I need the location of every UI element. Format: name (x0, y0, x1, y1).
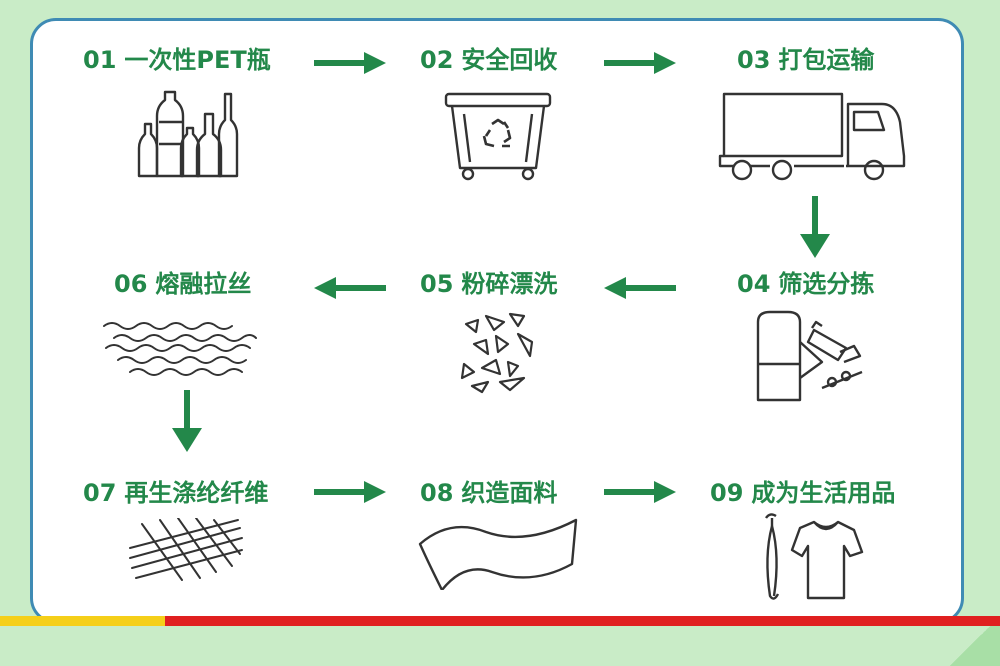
process-panel (30, 18, 964, 624)
arrow-down-icon (800, 196, 830, 258)
arrow-right-icon (604, 52, 676, 74)
step-number: 05 (420, 270, 454, 298)
step-label: 一次性PET瓶 (124, 46, 271, 74)
arrow-left-icon (314, 277, 386, 299)
sorting-machine-icon (756, 310, 863, 402)
arrow-right-icon (314, 481, 386, 503)
arrow-left-icon (604, 277, 676, 299)
step-number: 09 (710, 479, 744, 507)
step-label: 熔融拉丝 (155, 270, 252, 298)
bottom-stripe (0, 616, 1000, 626)
pet-bottles-icon (137, 90, 239, 178)
umbrella-shirt-icon (765, 513, 864, 600)
arrow-right-icon (314, 52, 386, 74)
step-label: 粉碎漂洗 (461, 270, 558, 298)
fiber-waves-icon (103, 322, 257, 376)
corner-decoration (940, 626, 1000, 666)
step-label: 织造面料 (461, 479, 558, 507)
step-label: 打包运输 (778, 46, 875, 74)
step-label: 成为生活用品 (751, 479, 896, 507)
bottom-stripe-yellow (0, 616, 165, 626)
arrow-right-icon (604, 481, 676, 503)
step-number: 08 (420, 479, 454, 507)
step-label: 筛选分拣 (778, 270, 875, 298)
recycle-bin-icon (444, 92, 552, 181)
truck-icon (718, 92, 906, 181)
crushed-flakes-icon (460, 312, 534, 394)
fiber-mesh-icon (129, 518, 243, 581)
arrow-down-icon (172, 390, 202, 452)
step-number: 04 (737, 270, 771, 298)
step-number: 07 (83, 479, 117, 507)
fabric-sheet-icon (418, 518, 578, 590)
step-number: 02 (420, 46, 454, 74)
step-number: 01 (83, 46, 117, 74)
step-label: 再生涤纶纤维 (124, 479, 269, 507)
step-label: 安全回收 (461, 46, 558, 74)
step-number: 03 (737, 46, 771, 74)
step-number: 06 (114, 270, 148, 298)
